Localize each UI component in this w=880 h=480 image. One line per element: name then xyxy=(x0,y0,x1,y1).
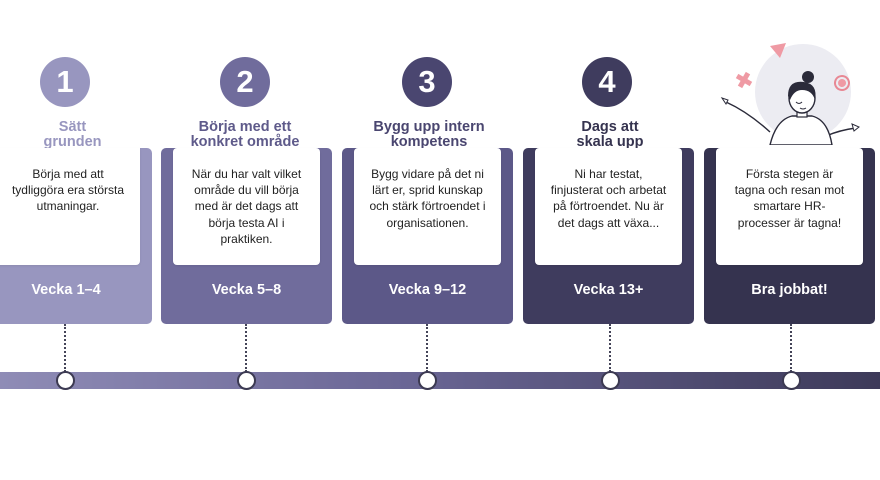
step-5-description-line: tagna och resan mot xyxy=(734,183,845,198)
step-2-number: 2 xyxy=(220,57,270,107)
step-1-week-label: Vecka 1–4 xyxy=(31,282,101,298)
step-3-description-line: organisationen. xyxy=(386,215,469,230)
step-1-title-line: Sätt xyxy=(58,119,87,135)
step-2-description-line: praktiken. xyxy=(220,231,273,246)
celebrating-person-illustration xyxy=(720,43,860,145)
connector-5 xyxy=(790,324,792,372)
step-3-card: Bygg vidare på det ni lärt er, sprid kun… xyxy=(342,148,513,324)
timeline-bar xyxy=(0,372,880,389)
step-2-title: Börja med ett konkret område xyxy=(170,120,320,150)
step-2-description: När du har valt vilket område du vill bö… xyxy=(179,166,314,247)
step-5-description-line: processer är tagna! xyxy=(737,215,842,230)
step-1-description-line: tydliggöra era största xyxy=(11,183,125,198)
step-2-title-line: Börja med ett xyxy=(198,119,292,135)
step-4-description-line: finjusterat och arbetat xyxy=(550,183,667,198)
step-2-title-line: konkret område xyxy=(190,134,300,150)
step-3-description-line: och stärk förtroendet i xyxy=(369,199,486,214)
step-5-description-line: Första stegen är xyxy=(745,167,834,181)
step-4-title-line: Dags att xyxy=(581,119,639,135)
step-1-description-line: Börja med att xyxy=(32,167,104,181)
step-1-title: Sätt grunden xyxy=(0,120,145,150)
connector-2 xyxy=(245,324,247,372)
step-2-week-label: Vecka 5–8 xyxy=(211,282,282,298)
step-4-week-label: Vecka 13+ xyxy=(573,282,644,298)
timeline-node-3 xyxy=(418,371,437,390)
step-4-description-line: på förtroendet. Nu är xyxy=(553,199,664,214)
confetti-cross-icon xyxy=(735,71,753,89)
step-5-week-label: Bra jobbat! xyxy=(751,282,828,298)
step-5-description-box: Första stegen är tagna och resan mot sma… xyxy=(716,148,863,265)
timeline-node-2 xyxy=(237,371,256,390)
step-1-description-line: utmaningar. xyxy=(36,199,100,214)
step-4-title-line: skala upp xyxy=(576,134,644,150)
step-5-card: Första stegen är tagna och resan mot sma… xyxy=(704,148,875,324)
step-4-description-line: Ni har testat, xyxy=(574,167,643,181)
step-4-description-line: det dags att växa... xyxy=(557,215,660,230)
confetti-blob-icon xyxy=(834,75,850,91)
step-2-description-line: med är det dags att xyxy=(194,199,299,214)
step-2-description-line: område du vill börja xyxy=(194,183,299,198)
step-4-card: Ni har testat, finjusterat och arbetat p… xyxy=(523,148,694,324)
step-2-card: När du har valt vilket område du vill bö… xyxy=(161,148,332,324)
step-3-number: 3 xyxy=(402,57,452,107)
step-3-description-box: Bygg vidare på det ni lärt er, sprid kun… xyxy=(354,148,501,265)
step-3-title-line: Bygg upp intern xyxy=(373,119,485,135)
confetti-triangle-icon xyxy=(770,43,786,58)
step-3-description-line: Bygg vidare på det ni xyxy=(371,167,484,181)
step-4-description: Ni har testat, finjusterat och arbetat p… xyxy=(541,166,676,231)
connector-1 xyxy=(64,324,66,372)
step-3-title: Bygg upp intern kompetens xyxy=(350,120,508,150)
step-5-description: Första stegen är tagna och resan mot sma… xyxy=(722,166,857,231)
timeline-node-1 xyxy=(56,371,75,390)
step-3-description-line: lärt er, sprid kunskap xyxy=(372,183,483,198)
step-3-description: Bygg vidare på det ni lärt er, sprid kun… xyxy=(360,166,495,231)
step-2-description-line: När du har valt vilket xyxy=(191,167,302,181)
connector-4 xyxy=(609,324,611,372)
connector-3 xyxy=(426,324,428,372)
step-4-title: Dags att skala upp xyxy=(545,120,675,150)
step-1-number: 1 xyxy=(40,57,90,107)
step-3-title-line: kompetens xyxy=(390,134,468,150)
step-3-week-label: Vecka 9–12 xyxy=(388,282,467,298)
step-5-description-line: smartare HR- xyxy=(753,199,826,214)
step-4-description-box: Ni har testat, finjusterat och arbetat p… xyxy=(535,148,682,265)
step-2-description-line: börja testa AI i xyxy=(208,215,285,230)
step-1-description-box: Börja med att tydliggöra era största utm… xyxy=(0,148,140,265)
step-1-card: Börja med att tydliggöra era största utm… xyxy=(0,148,152,324)
step-1-title-line: grunden xyxy=(43,134,102,150)
step-2-description-box: När du har valt vilket område du vill bö… xyxy=(173,148,320,265)
step-4-number: 4 xyxy=(582,57,632,107)
timeline-node-5 xyxy=(782,371,801,390)
step-1-description: Börja med att tydliggöra era största utm… xyxy=(2,166,134,215)
timeline-node-4 xyxy=(601,371,620,390)
